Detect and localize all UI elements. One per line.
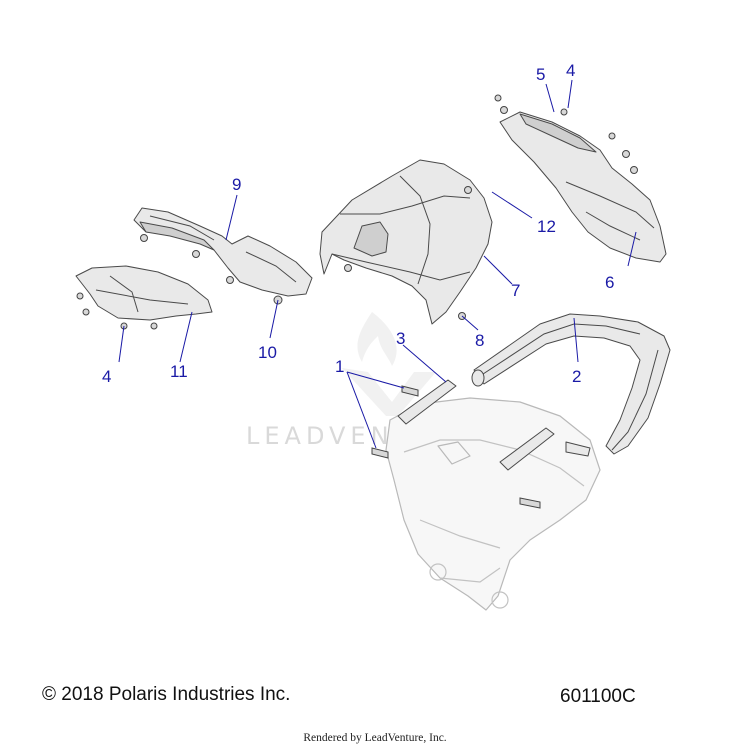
part-7-center-hood [319, 159, 493, 325]
part-9-upper-shield [133, 207, 313, 305]
callout-3: 3 [396, 329, 405, 348]
callout-6: 6 [605, 273, 614, 292]
callout-7: 7 [511, 281, 520, 300]
part-6-rear-panel [494, 94, 667, 263]
callout-9: 9 [232, 175, 241, 194]
part-11-lower-panel [75, 265, 213, 330]
leader-lines [118, 79, 637, 449]
part-2-roll-bar [471, 313, 671, 455]
callout-numbers: 1 2 3 4 4 5 6 7 8 9 10 11 12 [102, 61, 614, 386]
part-3-brackets [397, 379, 591, 471]
callout-12: 12 [537, 217, 556, 236]
callout-1: 1 [335, 357, 344, 376]
callout-8: 8 [475, 331, 484, 350]
frame-structure [385, 397, 601, 611]
callout-5: 5 [536, 65, 545, 84]
callout-4-left: 4 [102, 367, 111, 386]
callout-10: 10 [258, 343, 277, 362]
watermark-logo [342, 312, 436, 416]
copyright-notice: © 2018 Polaris Industries Inc. [42, 684, 291, 705]
callout-4-right: 4 [566, 61, 575, 80]
callout-2: 2 [572, 367, 581, 386]
part-1-bolts [371, 385, 541, 509]
diagram-id: 601100C [560, 686, 636, 707]
rendered-by-credit: Rendered by LeadVenture, Inc. [303, 732, 447, 744]
callout-11: 11 [170, 362, 188, 381]
